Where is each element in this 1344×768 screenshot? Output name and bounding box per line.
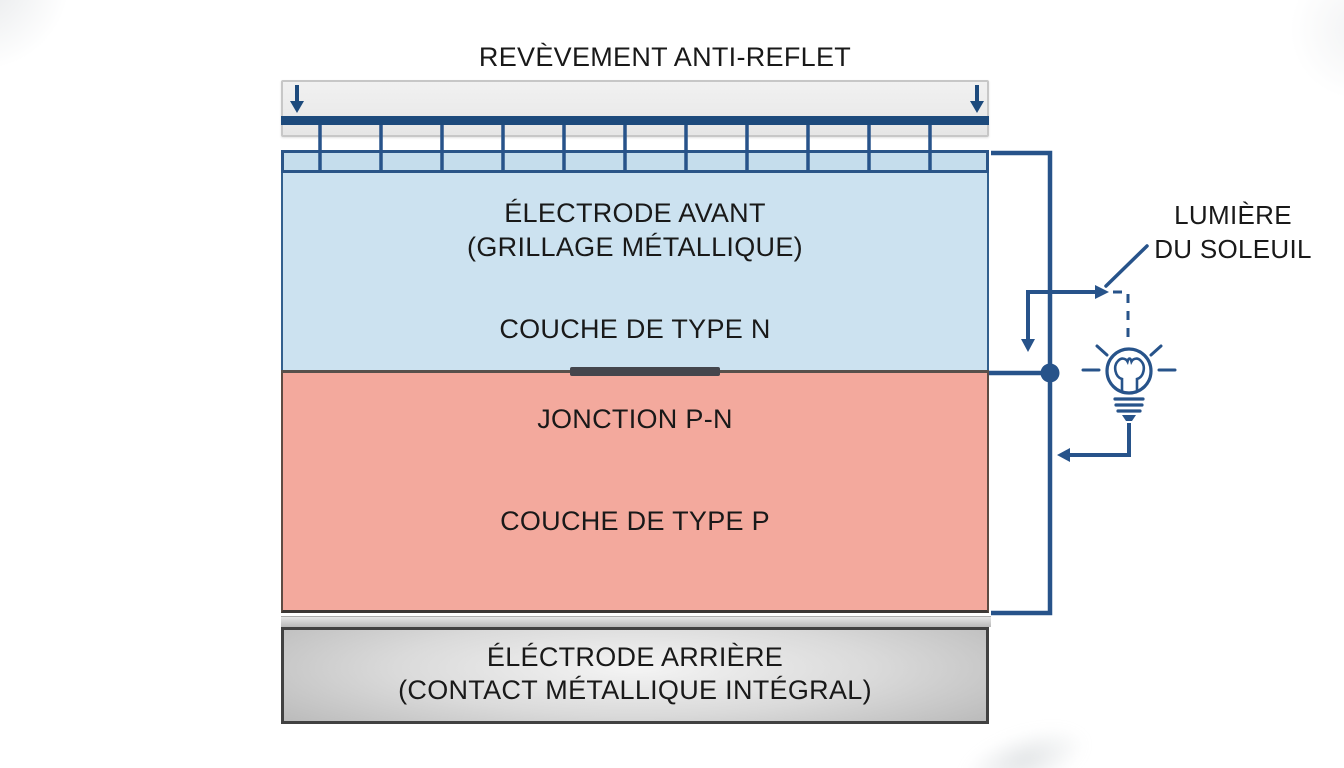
n-layer-label: COUCHE DE TYPE N: [499, 314, 771, 344]
p-layer-label: COUCHE DE TYPE P: [500, 506, 770, 536]
sunlight-label-line2: DU SOLEUIL: [1154, 234, 1312, 264]
down-arrow-icon: [1021, 339, 1035, 352]
down-arrow-icon: [290, 85, 304, 113]
back-electrode-bar: [281, 627, 989, 724]
grid-finger-lines: [318, 125, 932, 170]
dashed-connector: [1113, 290, 1130, 341]
top-busbar: [281, 116, 989, 125]
light-bulb-icon: [1081, 344, 1177, 421]
junction-label: JONCTION P-N: [537, 404, 733, 434]
circuit-node-dot: [1040, 363, 1060, 383]
front-electrode-label-line2: (GRILLAGE MÉTALLIQUE): [467, 232, 803, 262]
sunlight-label: LUMIÈRE DU SOLEUIL: [1128, 198, 1338, 266]
sunlight-label-line1: LUMIÈRE: [1174, 200, 1292, 230]
return-wire: [1057, 423, 1131, 462]
back-electrode-label: ÉLÉCTRODE ARRIÈRE (CONTACT MÉTALLIQUE IN…: [281, 641, 989, 707]
sunlight-pointer-line: [1104, 244, 1149, 288]
right-arrow-icon: [1095, 285, 1109, 299]
front-electrode-label: ÉLECTRODE AVANT (GRILLAGE MÉTALLIQUE): [281, 196, 989, 264]
circuit-loop-wire: [991, 150, 1053, 616]
front-electrode-label-line1: ÉLECTRODE AVANT: [504, 198, 766, 228]
n-type-layer: [281, 173, 989, 372]
current-flow-arrows: [1021, 285, 1109, 352]
down-arrow-icon: [970, 85, 984, 113]
diagram-title: REVÈVEMENT ANTI-REFLET: [478, 42, 852, 72]
left-arrow-icon: [1057, 448, 1070, 462]
back-electrode-label-line2: (CONTACT MÉTALLIQUE INTÉGRAL): [398, 675, 872, 705]
metal-grid-strip: [281, 150, 989, 173]
back-electrode-top-strip: [281, 616, 991, 627]
bulb-rays: [1081, 344, 1177, 372]
anti-reflective-coating-bar: [281, 80, 989, 137]
pn-junction-bar: [570, 367, 720, 376]
p-type-layer: [281, 373, 989, 613]
back-electrode-label-line1: ÉLÉCTRODE ARRIÈRE: [486, 642, 784, 672]
